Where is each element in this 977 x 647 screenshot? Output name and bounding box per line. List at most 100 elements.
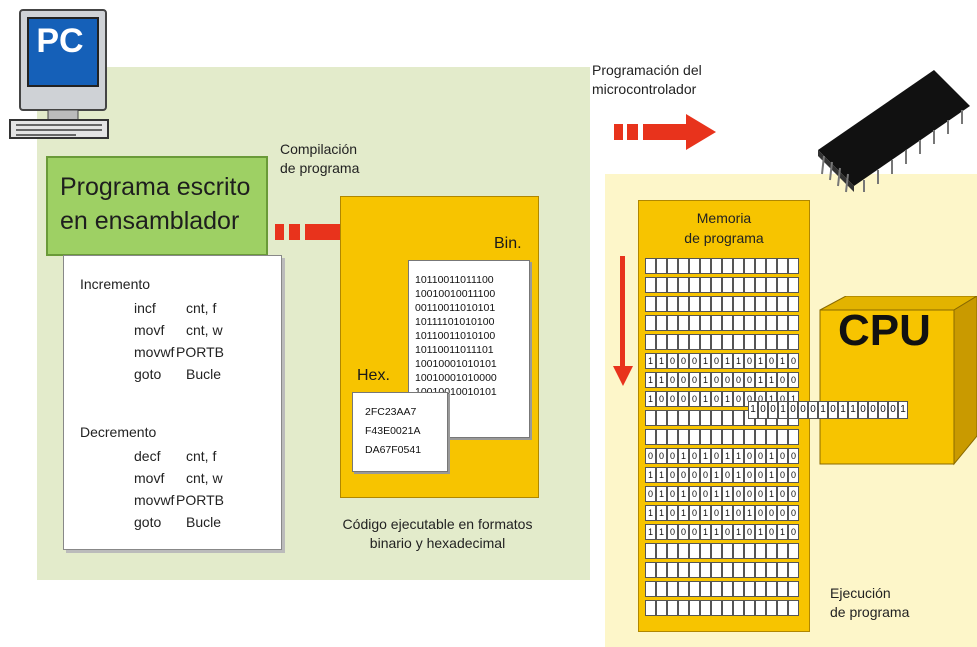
- memory-cell: 1: [656, 505, 667, 521]
- memory-cell: 0: [678, 524, 689, 540]
- code-instr: movf: [134, 322, 165, 338]
- memory-cell: [689, 543, 700, 559]
- memory-cell: 0: [744, 467, 755, 483]
- memory-cell: 0: [755, 505, 766, 521]
- memory-cell: 0: [645, 486, 656, 502]
- memory-cell: [766, 296, 777, 312]
- memory-cell: [667, 258, 678, 274]
- memory-cell: 0: [766, 505, 777, 521]
- memory-cell: 0: [667, 372, 678, 388]
- memory-cell: [766, 600, 777, 616]
- memory-cell: [678, 562, 689, 578]
- memory-cell: [733, 600, 744, 616]
- memory-cell: 1: [744, 505, 755, 521]
- memory-cell: [766, 543, 777, 559]
- memory-cell: 0: [667, 391, 678, 407]
- memory-cell: [700, 258, 711, 274]
- memory-cell: [656, 429, 667, 445]
- hex-label: Hex.: [357, 367, 390, 384]
- memory-cell: [656, 258, 667, 274]
- memory-cell: [755, 277, 766, 293]
- hex-code-box: 2FC23AA7 F43E0021A DA67F0541: [352, 392, 448, 472]
- memory-cell: [645, 581, 656, 597]
- memory-cell: [667, 581, 678, 597]
- memory-cell: 1: [700, 372, 711, 388]
- memory-cell: [733, 429, 744, 445]
- memory-cell: 0: [755, 448, 766, 464]
- memory-cell: [645, 334, 656, 350]
- memory-cell: 0: [656, 448, 667, 464]
- code-args: Bucle: [186, 514, 222, 530]
- memory-cell: 1: [678, 448, 689, 464]
- memory-cell: 0: [777, 448, 788, 464]
- memory-cell: [722, 543, 733, 559]
- memory-cell: 0: [755, 486, 766, 502]
- fetched-bit: 0: [828, 401, 838, 419]
- bin-line: 10111101010100: [415, 316, 495, 328]
- cpu-block: [812, 295, 977, 466]
- memory-cell: 1: [645, 524, 656, 540]
- memory-cell: 0: [733, 486, 744, 502]
- cpu-label: CPU: [838, 306, 931, 355]
- memory-cell: 0: [689, 391, 700, 407]
- memory-cell: 0: [689, 505, 700, 521]
- memory-cell: 0: [667, 353, 678, 369]
- hex-line: 2FC23AA7: [365, 406, 417, 418]
- code-args: PORTB: [176, 344, 224, 360]
- memory-cell: [766, 581, 777, 597]
- memory-cell: [722, 429, 733, 445]
- memory-cell: 0: [667, 467, 678, 483]
- memory-cell: [733, 296, 744, 312]
- memory-cell: 1: [777, 353, 788, 369]
- memory-cell: [777, 429, 788, 445]
- memory-cell: [744, 543, 755, 559]
- memory-cell: 0: [788, 353, 799, 369]
- memory-cell: [755, 315, 766, 331]
- memory-cell: 1: [766, 448, 777, 464]
- bin-line: 10110011011101: [415, 344, 494, 356]
- memory-cell: [766, 334, 777, 350]
- memory-cell: [711, 315, 722, 331]
- code-instr: goto: [134, 366, 162, 382]
- memory-cell: [645, 410, 656, 426]
- memory-cell: [678, 429, 689, 445]
- memory-cell: 1: [733, 353, 744, 369]
- memory-cell: 0: [777, 486, 788, 502]
- memory-cell: [689, 562, 700, 578]
- memory-cell: 0: [744, 448, 755, 464]
- memory-cell: 0: [744, 486, 755, 502]
- memory-cell: [667, 429, 678, 445]
- memory-cell: 0: [744, 524, 755, 540]
- memory-cell: 1: [733, 467, 744, 483]
- code-args: cnt, w: [186, 322, 223, 338]
- fetched-bit: 1: [848, 401, 858, 419]
- assembly-code-box: Incremento incf cnt, f movf cnt, w movwf…: [63, 255, 282, 550]
- memory-cell: [722, 562, 733, 578]
- memory-cell: [788, 315, 799, 331]
- fetched-bit: 1: [748, 401, 758, 419]
- memory-cell: 0: [722, 524, 733, 540]
- memory-cell: [678, 334, 689, 350]
- memory-cell: [722, 258, 733, 274]
- fetched-bit: 0: [858, 401, 868, 419]
- memory-cell: [766, 315, 777, 331]
- memory-cell: 0: [788, 448, 799, 464]
- memory-cell: 0: [689, 467, 700, 483]
- memory-cell: 1: [656, 467, 667, 483]
- memory-cell: 1: [700, 448, 711, 464]
- memory-cell: [656, 334, 667, 350]
- memory-cell: 1: [722, 448, 733, 464]
- code-args: PORTB: [176, 492, 224, 508]
- memory-cell: [755, 429, 766, 445]
- memory-cell: [678, 296, 689, 312]
- memory-cell: 1: [645, 467, 656, 483]
- memory-cell: [755, 562, 766, 578]
- memory-cell: [788, 429, 799, 445]
- memory-cell: [645, 277, 656, 293]
- memory-cell: 1: [711, 467, 722, 483]
- memory-cell: [656, 562, 667, 578]
- memory-cell: 0: [788, 524, 799, 540]
- memory-cell: [645, 315, 656, 331]
